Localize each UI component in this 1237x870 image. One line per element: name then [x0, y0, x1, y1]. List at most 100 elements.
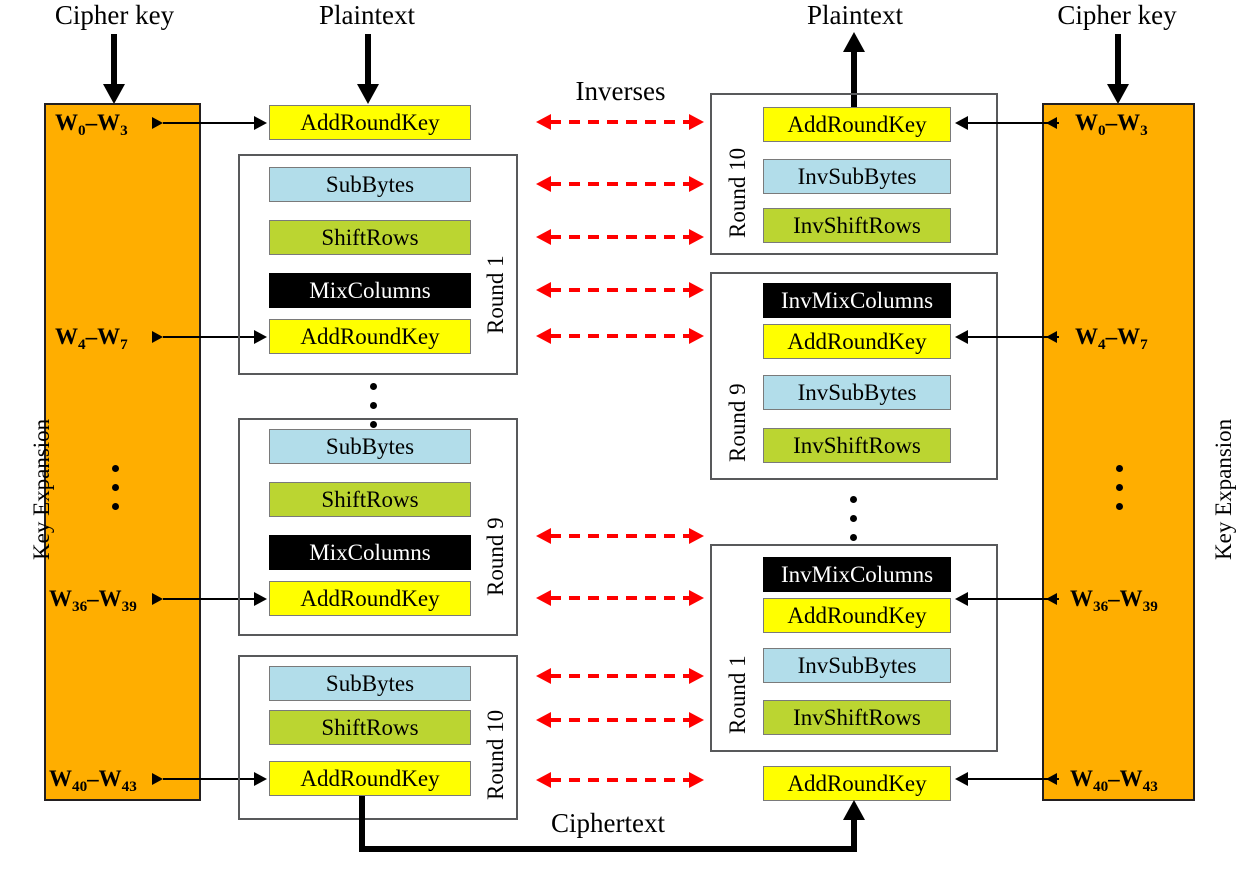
inverses-arrow-9-dash [550, 718, 690, 722]
enc-rounds-ellipsis [370, 383, 377, 428]
enc-round-1-shift-rows: ShiftRows [269, 220, 471, 255]
key-word-label-w0-left: W0–W3 [55, 110, 128, 139]
inverses-arrow-3-dash [550, 235, 690, 239]
dec-round-1-inv-sub-bytes: InvSubBytes [763, 648, 951, 683]
inverses-arrow-1-dash [550, 120, 690, 124]
plaintext-right-arrow-head [843, 32, 865, 52]
inverses-arrow-7 [536, 590, 704, 606]
dec-rounds-ellipsis [850, 496, 857, 541]
inverses-arrow-2-right-head [689, 176, 704, 192]
inverses-arrow-5-dash [550, 334, 690, 338]
key-arrow-w40-right-shaft [967, 778, 1059, 780]
key-arrow-w0-right-head [955, 116, 968, 130]
enc-round-10-shift-rows: ShiftRows [269, 710, 471, 745]
dec-round-10-inv-sub-bytes: InvSubBytes [763, 159, 951, 194]
enc-round-1-mix-columns: MixColumns [269, 273, 471, 308]
inverses-arrow-10-dash [550, 778, 690, 782]
dec-round-1-inv-mix-columns: InvMixColumns [763, 557, 951, 592]
inverses-arrow-9-left-head [536, 712, 551, 728]
key-arrow-w0-left-shaft [163, 122, 255, 124]
dec-round-1-box [710, 544, 998, 752]
inverses-arrow-8 [536, 668, 704, 684]
key-arrow-w36-right-head [955, 592, 968, 606]
enc-round-1-label: Round 1 [483, 255, 508, 334]
key-arrow-w40-left-head [254, 772, 267, 786]
enc-round-1-sub-bytes: SubBytes [269, 167, 471, 202]
inverses-arrow-2-left-head [536, 176, 551, 192]
inverses-arrow-10-right-head [689, 772, 704, 788]
enc-round-9-sub-bytes: SubBytes [269, 429, 471, 464]
inverses-arrow-7-left-head [536, 590, 551, 606]
inverses-arrow-8-dash [550, 674, 690, 678]
key-expansion-left-ellipsis [112, 465, 119, 510]
dec-round-10-inv-shift-rows: InvShiftRows [763, 208, 951, 243]
dec-final-add-round-key: AddRoundKey [763, 766, 951, 801]
dec-round-9-label: Round 9 [725, 383, 750, 462]
inverses-arrow-1-right-head [689, 114, 704, 130]
enc-round-10-label: Round 10 [483, 709, 508, 800]
key-arrow-w0-left-head [254, 116, 267, 130]
key-word-label-w4-right: W4–W7 [1075, 324, 1148, 353]
enc-round-9-box [238, 418, 518, 636]
dec-round-10-add-round-key: AddRoundKey [763, 107, 951, 142]
enc-round-10-add-round-key: AddRoundKey [269, 761, 471, 796]
plaintext-left-arrow-head [357, 84, 379, 104]
enc-round-9-add-round-key: AddRoundKey [269, 581, 471, 616]
key-arrow-w4-right-shaft [967, 336, 1059, 338]
inverses-arrow-6 [536, 528, 704, 544]
ciphertext-path-left-vertical [359, 796, 365, 852]
key-arrow-w40-right-head [955, 772, 968, 786]
enc-round-1-box [238, 154, 518, 375]
dec-round-10-label: Round 10 [725, 147, 750, 238]
dec-round-9-inv-mix-columns: InvMixColumns [763, 283, 951, 318]
inverses-arrow-4-right-head [689, 282, 704, 298]
key-arrow-w4-left-tail [152, 331, 163, 343]
dec-round-9-inv-shift-rows: InvShiftRows [763, 428, 951, 463]
key-arrow-w4-right-head [955, 330, 968, 344]
key-arrow-w4-left-shaft [163, 336, 255, 338]
inverses-arrow-4-dash [550, 288, 690, 292]
inverses-arrow-1 [536, 114, 704, 130]
inverses-label: Inverses [575, 76, 666, 106]
inverses-arrow-2-dash [550, 182, 690, 186]
inverses-arrow-6-left-head [536, 528, 551, 544]
inverses-arrow-2 [536, 176, 704, 192]
dec-round-1-inv-shift-rows: InvShiftRows [763, 700, 951, 735]
cipher-key-left-arrow-head [103, 84, 125, 104]
inverses-arrow-9-right-head [689, 712, 704, 728]
dec-round-9-add-round-key: AddRoundKey [763, 324, 951, 359]
enc-round-10-box [238, 655, 518, 820]
inverses-arrow-7-right-head [689, 590, 704, 606]
enc-round-10-sub-bytes: SubBytes [269, 666, 471, 701]
key-arrow-w36-left-tail [152, 593, 163, 605]
enc-round-9-mix-columns: MixColumns [269, 535, 471, 570]
key-expansion-column-right [1042, 103, 1195, 801]
key-word-label-w4-left: W4–W7 [55, 324, 128, 353]
key-word-label-w36-right: W36–W39 [1070, 586, 1158, 615]
inverses-arrow-1-left-head [536, 114, 551, 130]
inverses-arrow-4-left-head [536, 282, 551, 298]
dec-round-1-label: Round 1 [725, 655, 750, 734]
key-arrow-w36-left-head [254, 592, 267, 606]
inverses-arrow-5-left-head [536, 328, 551, 344]
dec-round-1-add-round-key: AddRoundKey [763, 598, 951, 633]
plaintext-left-label: Plaintext [319, 0, 415, 30]
enc-round-9-label: Round 9 [483, 517, 508, 596]
key-word-label-w0-right: W0–W3 [1075, 110, 1148, 139]
key-word-label-w36-left: W36–W39 [49, 586, 137, 615]
key-arrow-w40-left-tail [152, 773, 163, 785]
key-word-label-w40-left: W40–W43 [49, 766, 137, 795]
inverses-arrow-9 [536, 712, 704, 728]
key-expansion-left-label: Key Expansion [29, 418, 54, 560]
inverses-arrow-6-dash [550, 534, 690, 538]
key-arrow-w4-left-head [254, 330, 267, 344]
key-arrow-w0-left-tail [152, 117, 163, 129]
key-arrow-w36-right-shaft [967, 598, 1059, 600]
plaintext-left-arrow-shaft [365, 34, 371, 86]
enc-initial-add-round-key: AddRoundKey [269, 105, 471, 140]
inverses-arrow-8-right-head [689, 668, 704, 684]
cipher-key-right-label: Cipher key [1057, 0, 1177, 30]
key-expansion-column-left [44, 103, 201, 801]
inverses-arrow-4 [536, 282, 704, 298]
